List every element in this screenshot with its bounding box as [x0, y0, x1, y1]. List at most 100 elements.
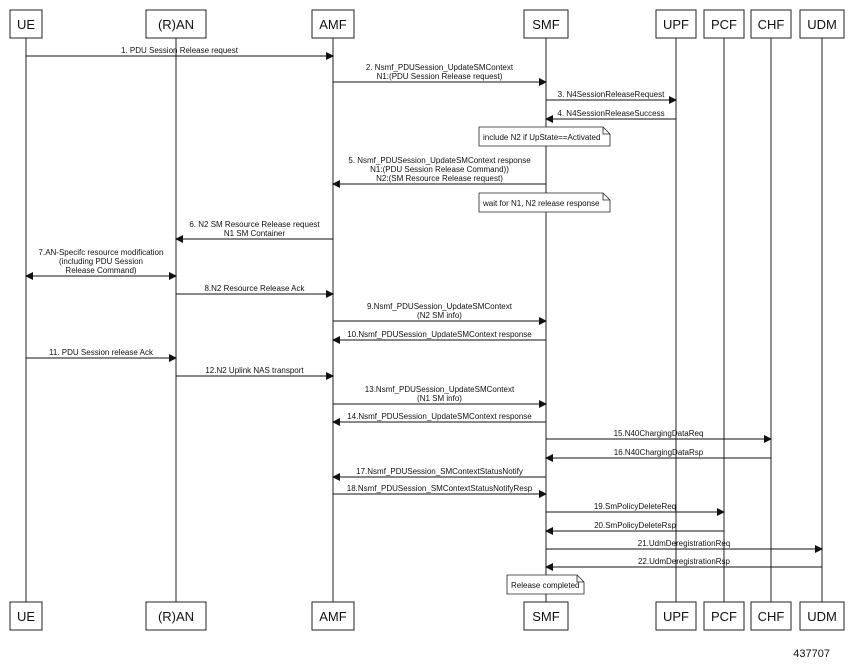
participant-chf-top: CHF — [750, 9, 792, 39]
participant-box — [655, 9, 697, 39]
participant-box — [750, 9, 792, 39]
participant-smf-top: SMF — [523, 9, 569, 39]
message-label: (N1 SM info) — [417, 394, 462, 403]
message: 17.Nsmf_PDUSession_SMContextStatusNotify — [332, 467, 546, 481]
message-label: 6. N2 SM Resource Release request — [189, 220, 320, 229]
participant-amf-top: AMF — [311, 9, 355, 39]
participant-upf-bottom: UPF — [655, 601, 697, 631]
message-label: 5. Nsmf_PDUSession_UpdateSMContext respo… — [348, 156, 531, 165]
participant-udm-top: UDM — [799, 9, 845, 39]
participant-label: PCF — [711, 609, 737, 624]
participant-label: UDM — [807, 609, 837, 624]
message-label: 16.N40ChargingDataRsp — [614, 448, 704, 457]
message: 1. PDU Session Release request — [26, 46, 334, 60]
note: wait for N1, N2 release response — [478, 192, 611, 213]
message: 15.N40ChargingDataReq — [546, 429, 772, 443]
message-label: 20.SmPolicyDeleteRsp — [594, 521, 676, 530]
note: Release completed — [506, 574, 585, 595]
note-text: wait for N1, N2 release response — [482, 199, 600, 208]
participant-box — [523, 9, 569, 39]
message-label: 17.Nsmf_PDUSession_SMContextStatusNotify — [356, 467, 523, 476]
participant-box — [523, 601, 569, 631]
participant-ran-bottom: (R)AN — [145, 601, 207, 631]
participant-box — [145, 9, 207, 39]
message-label: 8.N2 Resource Release Ack — [204, 284, 305, 293]
message-label: 22.UdmDeregistrationRsp — [638, 557, 731, 566]
message-label: 2. Nsmf_PDUSession_UpdateSMContext — [366, 63, 514, 72]
participant-box — [655, 601, 697, 631]
message-label: N2:(SM Resource Release request) — [376, 174, 503, 183]
message-label: 21.UdmDeregistrationReq — [638, 539, 731, 548]
participant-label: SMF — [532, 609, 560, 624]
message: 10.Nsmf_PDUSession_UpdateSMContext respo… — [332, 330, 546, 344]
participant-label: (R)AN — [158, 609, 194, 624]
participant-box — [750, 601, 792, 631]
message-label: 19.SmPolicyDeleteReq — [594, 502, 676, 511]
message: 14.Nsmf_PDUSession_UpdateSMContext respo… — [332, 412, 546, 426]
message-label: 12.N2 Uplink NAS transport — [205, 366, 304, 375]
participant-label: CHF — [758, 17, 785, 32]
message: 2. Nsmf_PDUSession_UpdateSMContextN1:(PD… — [333, 63, 547, 86]
participant-label: PCF — [711, 17, 737, 32]
note-box — [478, 192, 611, 213]
note-fold — [602, 127, 610, 135]
message-label: 7.AN-Specifc resource modification — [39, 248, 164, 257]
message: 5. Nsmf_PDUSession_UpdateSMContext respo… — [332, 156, 546, 188]
participant-label: UPF — [663, 609, 689, 624]
participant-box — [9, 601, 43, 631]
participant-chf-bottom: CHF — [750, 601, 792, 631]
message: 20.SmPolicyDeleteRsp — [545, 521, 724, 535]
participant-label: (R)AN — [158, 17, 194, 32]
participant-ue-top: UE — [9, 9, 43, 39]
message: 22.UdmDeregistrationRsp — [545, 557, 822, 571]
message-label: 4. N4SessionReleaseSuccess — [557, 109, 664, 118]
message-label: N1:(PDU Session Release Command)) — [370, 165, 509, 174]
notes: include N2 if UpState==Activated wait for… — [478, 126, 611, 595]
participant-ue-bottom: UE — [9, 601, 43, 631]
note-fold — [576, 575, 584, 583]
participant-smf-bottom: SMF — [523, 601, 569, 631]
participant-amf-bottom: AMF — [311, 601, 355, 631]
message-label: 15.N40ChargingDataReq — [614, 429, 704, 438]
message-label: 14.Nsmf_PDUSession_UpdateSMContext respo… — [347, 412, 532, 421]
message-label: (N2 SM info) — [417, 311, 462, 320]
participant-pcf-top: PCF — [703, 9, 745, 39]
note-text: include N2 if UpState==Activated — [483, 133, 600, 142]
message-label: (including PDU Session — [59, 257, 143, 266]
message-label: N1:(PDU Session Release request) — [377, 72, 503, 81]
message-label: 11. PDU Session release Ack — [49, 348, 154, 357]
participant-label: UDM — [807, 17, 837, 32]
participant-box — [703, 9, 745, 39]
participant-label: AMF — [319, 17, 347, 32]
participant-pcf-bottom: PCF — [703, 601, 745, 631]
message-label: 18.Nsmf_PDUSession_SMContextStatusNotify… — [347, 484, 533, 493]
message: 3. N4SessionReleaseRequest — [546, 90, 677, 104]
participant-upf-top: UPF — [655, 9, 697, 39]
message: 19.SmPolicyDeleteReq — [546, 502, 725, 516]
participant-label: UE — [17, 609, 35, 624]
participant-box — [311, 9, 355, 39]
message: 12.N2 Uplink NAS transport — [176, 366, 334, 380]
participant-udm-bottom: UDM — [799, 601, 845, 631]
note: include N2 if UpState==Activated — [478, 126, 611, 147]
lifelines — [25, 38, 823, 602]
message-label: N1 SM Container — [224, 229, 286, 238]
participant-boxes: UE UE (R)AN (R)AN AMF AMF SMF SMF UPF UPF PCF PCF CH… — [9, 9, 845, 631]
message: 11. PDU Session release Ack — [26, 348, 177, 362]
note-fold — [602, 193, 610, 201]
message-label: Release Command) — [65, 266, 136, 275]
note-box — [506, 574, 585, 595]
note-text: Release completed — [511, 581, 579, 590]
participant-label: UE — [17, 17, 35, 32]
participant-label: CHF — [758, 609, 785, 624]
participant-label: AMF — [319, 609, 347, 624]
message-label: 1. PDU Session Release request — [121, 46, 239, 55]
participant-label: UPF — [663, 17, 689, 32]
message-label: 3. N4SessionReleaseRequest — [558, 90, 666, 99]
participant-box — [703, 601, 745, 631]
message: 16.N40ChargingDataRsp — [545, 448, 771, 462]
message-label: 9.Nsmf_PDUSession_UpdateSMContext — [367, 302, 513, 311]
message: 21.UdmDeregistrationReq — [546, 539, 823, 553]
